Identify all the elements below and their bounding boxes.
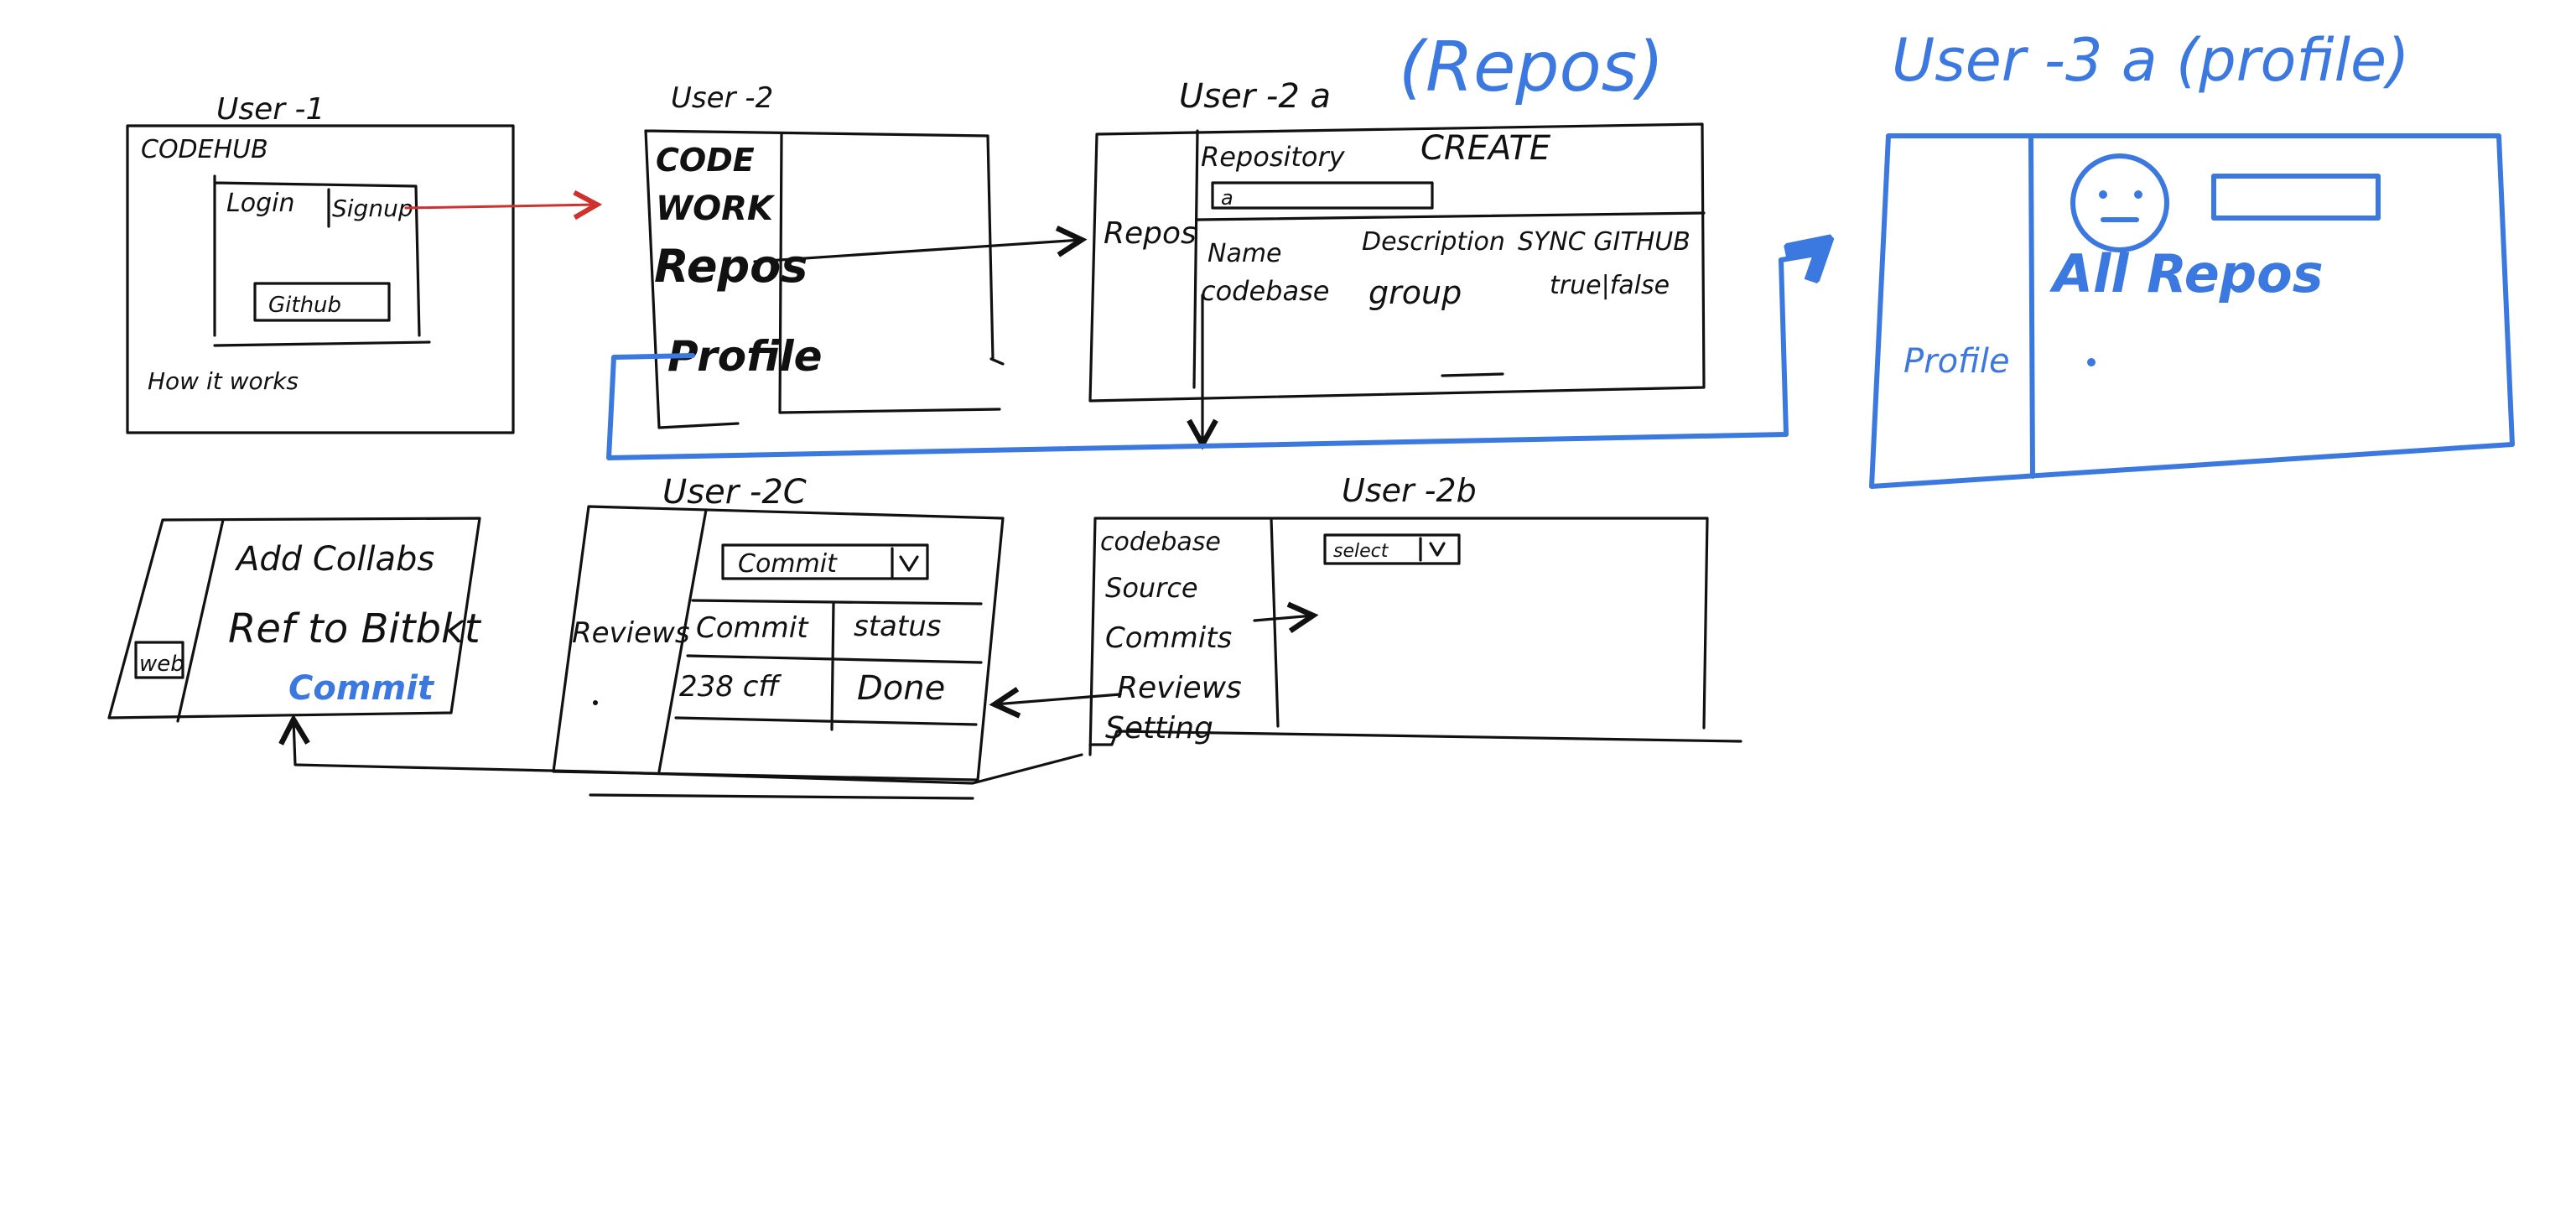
user2a-sidebar-divider xyxy=(1192,129,1199,389)
user3a-title: User -3 a (profile) xyxy=(1892,26,2409,95)
user2c-col-commit: Commit xyxy=(696,611,809,645)
user2c-side-label[interactable]: Reviews xyxy=(572,616,690,650)
user2a-row-description: group xyxy=(1368,274,1462,311)
user3a-wireframe: User -3 a (profile) Profile All Repos xyxy=(1869,26,2515,489)
user2b-title: User -2b xyxy=(1342,472,1477,509)
user2c-bullet xyxy=(593,700,598,705)
user2-wireframe: User -2 CODE WORK Repos Profile xyxy=(644,81,1005,429)
reviews-to-user2c-arrow xyxy=(995,694,1122,704)
user1-frame xyxy=(126,124,515,434)
user3a-frame xyxy=(1869,133,2515,489)
user1-github-button[interactable] xyxy=(253,282,391,322)
user2b-menu-setting[interactable]: Setting xyxy=(1105,711,1213,745)
user2c-commit-select[interactable] xyxy=(721,543,929,580)
user2c-commit-select-value: Commit xyxy=(738,549,838,579)
user3a-name-field[interactable] xyxy=(2211,174,2381,221)
collab-ref-note: Commit xyxy=(288,669,435,708)
collab-sidebar-divider xyxy=(176,518,225,723)
chevron-down-icon xyxy=(891,547,919,579)
user2-menu-work[interactable]: WORK xyxy=(656,190,776,228)
user2a-col-description: Description xyxy=(1362,227,1505,257)
collab-side-box[interactable] xyxy=(134,641,184,679)
user1-login-panel xyxy=(213,174,431,347)
user2b-select-value: select xyxy=(1333,541,1389,562)
user2-menu-repos[interactable]: Repos xyxy=(654,240,808,293)
user3a-list-bullet xyxy=(2087,358,2096,366)
collab-side-label: web xyxy=(139,652,184,677)
user2c-sidebar-divider xyxy=(657,508,708,773)
repos-to-user2a-arrow xyxy=(753,240,1082,263)
user2a-create-button[interactable]: CREATE xyxy=(1420,129,1551,168)
user1-github-label: Github xyxy=(268,293,341,318)
avatar-eye-left xyxy=(2099,190,2107,199)
user3a-all-repos: All Repos xyxy=(2049,243,2324,304)
user2a-col-name: Name xyxy=(1208,239,1282,268)
user2-title: User -2 xyxy=(671,81,773,115)
collab-add-collabs[interactable]: Add Collabs xyxy=(234,540,434,579)
user2-frame xyxy=(644,129,1005,429)
user2b-menu-source[interactable]: Source xyxy=(1105,572,1198,604)
user2b-menu-reviews[interactable]: Reviews xyxy=(1117,671,1242,705)
avatar-eye-right xyxy=(2134,190,2142,199)
user1-how-it-works[interactable]: How it works xyxy=(148,367,299,395)
collab-frame xyxy=(107,517,481,719)
user2b-menu-commits[interactable]: Commits xyxy=(1105,621,1232,655)
user2b-wireframe: User -2b codebase Source Commits Reviews… xyxy=(1088,472,1742,756)
user1-login[interactable]: Login xyxy=(226,189,294,218)
user1-title: User -1 xyxy=(216,92,325,127)
user2c-col-status: status xyxy=(854,610,941,643)
collab-ref-bitbucket[interactable]: Ref to Bitbkt xyxy=(228,605,482,652)
user1-wireframe: User -1 CODEHUB Login Signup Github How … xyxy=(126,92,515,434)
user2a-col-sync: SYNC GITHUB xyxy=(1518,227,1690,257)
user2a-scroll-mark xyxy=(1441,372,1504,377)
user2b-frame xyxy=(1088,517,1742,756)
settings-to-collab-arrow xyxy=(293,719,1083,785)
user2c-wireframe: User -2C Reviews Commit Commit status 23… xyxy=(552,473,1005,800)
user2a-search-input[interactable] xyxy=(1211,181,1434,210)
user2c-title: User -2C xyxy=(662,473,807,512)
profile-to-user3a-arrow xyxy=(606,243,1825,460)
user1-signup[interactable]: Signup xyxy=(332,195,413,222)
user2b-menu-codebase[interactable]: codebase xyxy=(1100,527,1221,557)
user2c-row-commit[interactable]: 238 cff xyxy=(679,670,782,704)
user2a-title: User -2 a xyxy=(1179,77,1331,116)
user2c-table-grid xyxy=(674,599,983,731)
user2a-repository-label: Repository xyxy=(1201,141,1346,173)
user1-logo: CODEHUB xyxy=(141,135,268,164)
user2-menu-code[interactable]: CODE xyxy=(656,142,755,179)
user2c-row-status: Done xyxy=(857,669,945,708)
user2a-side-label[interactable]: Repos xyxy=(1104,216,1197,251)
commits-arrow xyxy=(1253,616,1313,621)
user2a-row-sync[interactable]: true|false xyxy=(1550,271,1670,300)
user2a-search-value: a xyxy=(1221,186,1233,210)
user3a-side-label[interactable]: Profile xyxy=(1903,342,2010,381)
user2b-branch-select[interactable] xyxy=(1323,533,1461,565)
user2a-wireframe: User -2 a (Repos) Repos Repository CREAT… xyxy=(1088,28,1706,403)
user2a-row-name[interactable]: codebase xyxy=(1201,275,1329,307)
collab-wireframe: web Add Collabs Ref to Bitbkt Commit xyxy=(107,517,482,723)
user2a-frame xyxy=(1088,122,1706,403)
user2a-header-divider xyxy=(1196,211,1706,221)
signup-to-user2-arrow xyxy=(404,205,597,208)
user2c-bottom-line xyxy=(589,793,974,800)
user2a-title-note: (Repos) xyxy=(1399,28,1664,107)
user3a-sidebar-divider xyxy=(2028,137,2035,479)
chevron-down-icon xyxy=(1419,537,1446,562)
avatar[interactable] xyxy=(2070,153,2169,252)
user2c-frame xyxy=(552,505,1005,782)
